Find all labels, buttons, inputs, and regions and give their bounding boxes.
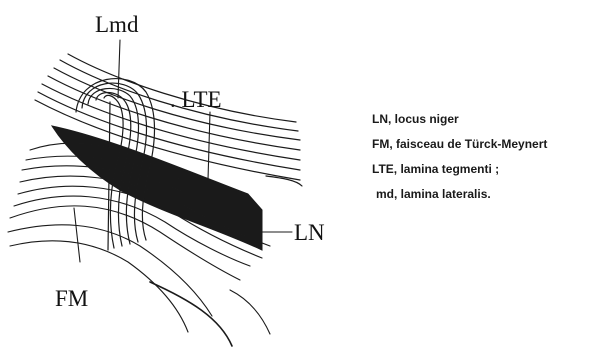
figure-legend: LN, locus niger FM, faisceau de Türck-Me… [372, 112, 604, 212]
legend-entry-fm: FM, faisceau de Türck-Meynert [372, 137, 604, 152]
fiber-drawing [0, 0, 340, 350]
lamina-tegmenti-fibers [35, 54, 300, 180]
anatomical-figure: Lmd . LTE LN FM [0, 0, 340, 350]
label-ln: LN [294, 221, 325, 244]
legend-entry-md: md, lamina lateralis. [376, 187, 604, 202]
legend-entry-lte: LTE, lamina tegmenti ; [372, 162, 604, 177]
legend-entry-ln: LN, locus niger [372, 112, 604, 127]
label-lmd: Lmd [95, 13, 138, 36]
label-fm: FM [55, 287, 88, 310]
locus-niger-band [52, 126, 262, 250]
label-lte: . LTE [170, 88, 222, 111]
